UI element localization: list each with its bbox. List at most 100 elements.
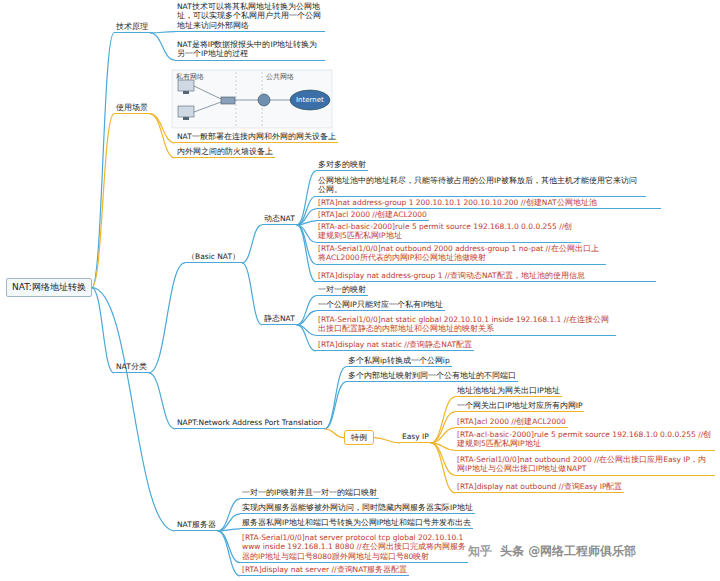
branch-line xyxy=(92,288,175,531)
branch-line xyxy=(297,325,316,351)
topic-node: [RTA-Serial1/0/0]nat outbound 2000 addre… xyxy=(316,244,606,265)
node-text: [RTA]display nat address-group 1 //查询动态N… xyxy=(318,271,654,280)
branch-line xyxy=(218,531,240,576)
branch-line xyxy=(150,32,175,33)
node-text: 多个内部地址映射到同一个公有地址的不同端口 xyxy=(348,371,516,380)
node-text: 地址池地址为网关出口IP地址 xyxy=(457,386,560,395)
branch-line xyxy=(297,296,316,325)
topic-node: 公网地址池中的地址耗尽，只能等待被占用的公用IP被释放后，其他主机才能使用它来访… xyxy=(316,176,646,197)
topic-node: [RTA]display nat address-group 1 //查询动态N… xyxy=(316,271,656,282)
topic-node: 实现内网服务器能够被外网访问，同时隐藏内网服务器实际IP地址 xyxy=(240,503,475,514)
topic-node: 技术原理 xyxy=(114,22,150,33)
topic-node: [RTA]acl 2000 //创建ACL2000 xyxy=(316,210,429,221)
branch-line xyxy=(218,499,240,531)
node-text: 内外网之间的防火墙设备上 xyxy=(177,147,273,156)
branch-line xyxy=(325,367,346,429)
topic-node: 一个网关出口IP地址对应所有内网IP xyxy=(455,401,584,412)
topic-node: [RTA-acl-basic-2000]rule 5 permit source… xyxy=(316,222,581,243)
topic-node: [RTA-acl-basic-2000]rule 5 permit source… xyxy=(455,430,715,451)
node-text: [RTA-acl-basic-2000]rule 5 permit source… xyxy=(318,222,579,241)
topic-node: NAT技术可以将其私网地址转换为公网地址，可以实现多个私网用户共用一个公网地址来… xyxy=(175,2,325,32)
branch-line xyxy=(297,225,316,264)
node-text: [RTA]nat address-group 1 200.10.10.1 200… xyxy=(318,198,659,207)
branch-line xyxy=(297,225,316,282)
node-text: [RTA-acl-basic-2000]rule 5 permit source… xyxy=(457,430,713,449)
branch-line xyxy=(150,33,175,60)
node-text: [RTA-Serial1/0/0]nat outbound 2000 //在公网… xyxy=(457,455,713,474)
node-text: 一对一的IP映射并且一对一的端口映射 xyxy=(242,488,377,497)
node-text: [RTA]acl 2000 //创建ACL2000 xyxy=(318,210,427,219)
branch-line xyxy=(325,429,344,438)
branch-line xyxy=(297,196,316,225)
topic-node: NAT是将IP数据报报头中的IP地址转换为另一个IP地址的过程 xyxy=(175,40,325,61)
node-text: 多个私网ip转换成一个公网ip xyxy=(348,356,450,365)
branch-line xyxy=(242,225,262,263)
topic-node: 一对一的IP映射并且一对一的端口映射 xyxy=(240,488,379,499)
branch-line xyxy=(218,531,240,563)
topic-node: 多对多的映射 xyxy=(316,160,368,171)
node-text: [RTA]display nat outbound //查询Easy IP配置 xyxy=(457,482,622,491)
node-text: NAT一般部署在连接内网和外网的网关设备上 xyxy=(177,132,336,141)
topic-node: NAT分类 xyxy=(114,362,149,373)
branch-line xyxy=(218,529,240,531)
topic-node: 动态NAT xyxy=(262,214,297,225)
branch-line xyxy=(374,438,400,443)
node-text: [RTA]display nat static //查询静态NAT配置 xyxy=(318,340,472,349)
topic-node: [RTA-Serial1/0/0]nat server protocol tcp… xyxy=(240,533,468,563)
topic-node: NAT服务器 xyxy=(175,520,218,531)
node-text: [RTA-Serial1/0/0]nat outbound 2000 addre… xyxy=(318,244,604,263)
branch-line xyxy=(149,373,175,429)
topic-node: [RTA]acl 2000 //创建ACL2000 xyxy=(455,417,568,428)
node-text: 公网地址池中的地址耗尽，只能等待被占用的公用IP被释放后，其他主机才能使用它来访… xyxy=(318,176,644,195)
illustration-label: 私有网络 xyxy=(176,73,204,82)
topic-node: [RTA]display nat outbound //查询Easy IP配置 xyxy=(455,482,624,493)
topic-node: 一对一的映射 xyxy=(316,285,368,296)
node-text: 一个公网IP只能对应一个私有IP地址 xyxy=(318,300,443,309)
topic-node: 地址池地址为网关出口IP地址 xyxy=(455,386,562,397)
node-text: NAT技术可以将其私网地址转换为公网地址，可以实现多个私网用户共用一个公网地址来… xyxy=(177,2,323,30)
root-topic: NAT:网络地址转换 xyxy=(6,278,92,297)
topic-node: 多个私网ip转换成一个公网ip xyxy=(346,356,452,367)
node-text: Easy IP xyxy=(402,432,429,441)
topic-node: [RTA]display nat server //查询NAT服务器配置 xyxy=(240,565,409,576)
branch-line xyxy=(297,171,316,225)
branch-line xyxy=(92,33,114,288)
topic-node: 静态NAT xyxy=(262,314,297,325)
node-text: [RTA]display nat server //查询NAT服务器配置 xyxy=(242,565,407,574)
branch-line xyxy=(431,443,455,493)
branch-line xyxy=(297,311,316,325)
node-text: 特例 xyxy=(351,433,367,442)
illustration-label: Internet xyxy=(296,96,324,104)
node-text: 使用场景 xyxy=(116,103,148,112)
topic-node: [RTA-Serial1/0/0]nat static global 202.1… xyxy=(316,315,616,336)
topic-node: NAPT:Network Address Port Translation xyxy=(175,418,325,429)
watermark: 头条 @网络工程师俱乐部 xyxy=(500,543,636,560)
node-text: 静态NAT xyxy=(264,314,295,323)
node-text: [RTA-Serial1/0/0]nat server protocol tcp… xyxy=(242,533,466,561)
topic-node: [RTA-Serial1/0/0]nat outbound 2000 //在公网… xyxy=(455,455,715,476)
node-text: NAT是将IP数据报报头中的IP地址转换为另一个IP地址的过程 xyxy=(177,40,323,59)
branch-line xyxy=(297,221,316,225)
branch-line xyxy=(297,209,316,225)
node-text: [RTA]acl 2000 //创建ACL2000 xyxy=(457,417,566,426)
node-text: NAPT:Network Address Port Translation xyxy=(177,418,323,427)
node-text: 一对一的映射 xyxy=(318,285,366,294)
node-text: NAT:网络地址转换 xyxy=(12,282,86,293)
node-text: NAT分类 xyxy=(116,362,147,371)
branch-line xyxy=(431,397,455,443)
node-text: NAT服务器 xyxy=(177,520,216,529)
topic-node: Easy IP xyxy=(400,432,431,443)
topic-node: 服务器私网IP地址和端口号转换为公网IP地址和端口号并发布出去 xyxy=(240,518,473,529)
watermark: 知乎 xyxy=(468,543,492,560)
topic-node: [RTA]nat address-group 1 200.10.10.1 200… xyxy=(316,198,661,209)
node-text: 服务器私网IP地址和端口号转换为公网IP地址和端口号并发布出去 xyxy=(242,518,471,527)
topic-node: [RTA]display nat static //查询静态NAT配置 xyxy=(316,340,474,351)
node-text: 动态NAT xyxy=(264,214,295,223)
branch-line xyxy=(431,412,455,443)
illustration-label: 公共网络 xyxy=(266,73,294,82)
branch-line xyxy=(150,114,175,158)
branch-line xyxy=(149,263,185,373)
branch-line xyxy=(242,263,262,325)
branch-line xyxy=(150,114,175,143)
branch-line xyxy=(325,382,346,429)
